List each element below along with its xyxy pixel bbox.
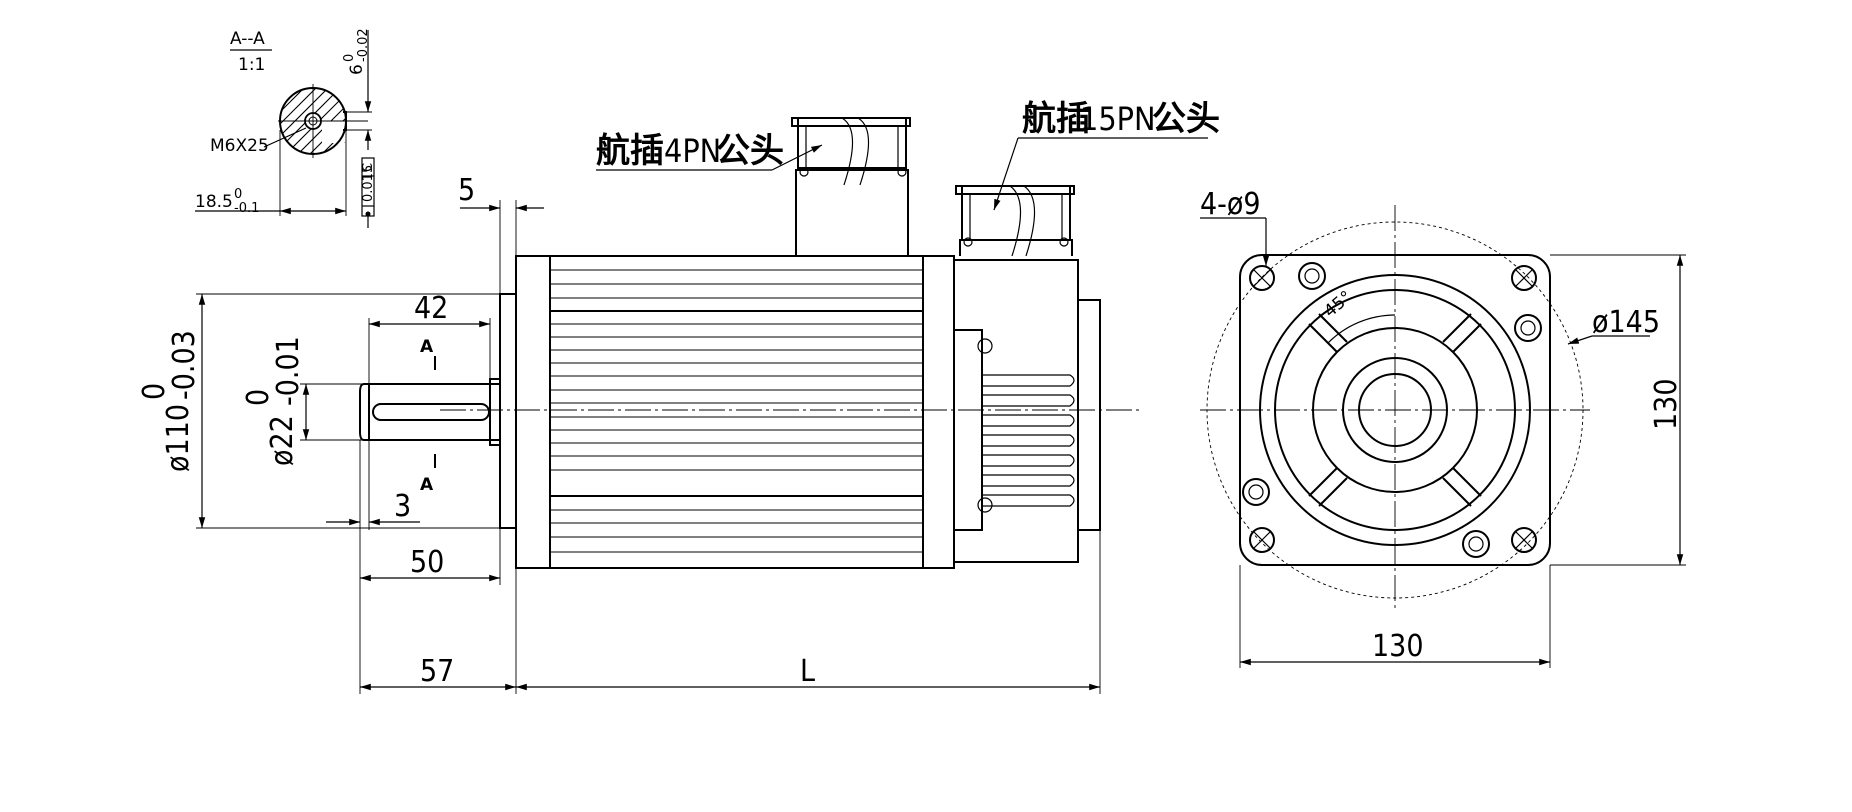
pilot-ring-outer (1259, 274, 1531, 546)
svg-text:0: 0 (342, 54, 357, 62)
rear-end-cap (953, 259, 1079, 563)
svg-text:ø110: ø110 (161, 404, 196, 472)
svg-text:0: 0 (234, 187, 242, 202)
front-flange (515, 255, 551, 569)
svg-text:公头: 公头 (716, 131, 784, 171)
svg-text:-0.01: -0.01 (271, 336, 306, 406)
dim-3: 3 (394, 489, 411, 524)
shaft (359, 383, 500, 441)
angle-arc (1327, 314, 1396, 344)
svg-text:ø22: ø22 (265, 415, 300, 466)
svg-text:A: A (420, 475, 434, 495)
depth-dim: 18.5 (195, 192, 233, 212)
svg-text:-0.02: -0.02 (356, 28, 371, 62)
encoder-connector (791, 117, 911, 256)
section-scale: 1:1 (238, 55, 265, 75)
svg-text:A: A (420, 337, 434, 357)
thread-label: M6X25 (210, 136, 269, 156)
dim-height: 130 (1649, 378, 1684, 430)
svg-text:4PN: 4PN (664, 132, 721, 170)
tolerance-datum: C (361, 163, 376, 172)
tolerance-value: 0.015 (361, 165, 376, 202)
square-flange (1239, 254, 1551, 566)
cooling-fins (550, 269, 923, 553)
dim-angle: 45° (1320, 287, 1356, 322)
dim-57: 57 (420, 654, 454, 689)
svg-text:0: 0 (241, 389, 276, 406)
svg-text:公头: 公头 (1152, 99, 1220, 139)
section-marker-bottom: A (420, 454, 436, 495)
svg-text:航插: 航插 (1022, 99, 1090, 139)
dim-pilot-diameter: ø110 0 -0.03 (137, 330, 202, 472)
power-connector (955, 185, 1075, 257)
rear-fins (982, 374, 1075, 507)
power-connector-label: 航插 15PN 公头 (993, 99, 1220, 211)
flange-ribs (1308, 313, 1482, 507)
section-view-a-a: A--A 1:1 M6X25 (195, 28, 376, 228)
svg-text:-0.1: -0.1 (234, 201, 259, 216)
shaft-bore (1358, 373, 1432, 447)
shaft-keyway (372, 403, 490, 421)
svg-text:0: 0 (137, 383, 172, 400)
side-view: 航插 4PN 公头 航插 15PN 公头 5 42 A (137, 99, 1220, 694)
threaded-bosses (1242, 262, 1542, 558)
dim-5: 5 (458, 173, 475, 208)
pcd-circle (1206, 221, 1584, 599)
pilot-boss (499, 293, 517, 529)
section-title: A--A (230, 29, 265, 49)
svg-text:航插: 航插 (596, 131, 664, 171)
dim-50: 50 (410, 545, 444, 580)
dim-42: 42 (414, 291, 448, 326)
dim-shaft-diameter: ø22 0 -0.01 (241, 336, 306, 466)
dim-holes: 4-ø9 (1200, 187, 1261, 222)
encoder-connector-label: 航插 4PN 公头 (596, 131, 823, 171)
section-marker-top: A (420, 337, 436, 370)
front-view: 4-ø9 45° ø145 130 130 (1200, 187, 1686, 668)
dim-width: 130 (1372, 629, 1424, 664)
motor-body (549, 255, 955, 569)
svg-text:-0.03: -0.03 (167, 330, 202, 400)
dim-pcd: ø145 (1592, 305, 1660, 340)
key-width-dim: 6 (347, 64, 367, 75)
mounting-holes (1249, 265, 1537, 553)
svg-text:15PN: 15PN (1080, 100, 1156, 138)
dim-l: L (800, 654, 815, 689)
